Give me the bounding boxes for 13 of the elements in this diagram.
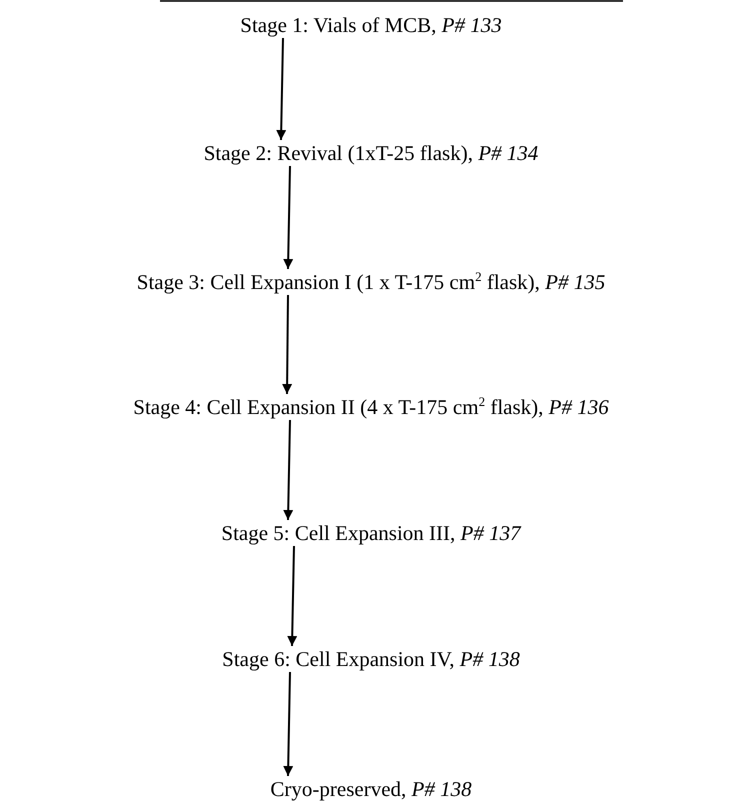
arrow — [283, 420, 294, 520]
arrow — [276, 38, 286, 140]
arrow — [283, 166, 294, 270]
arrow — [283, 672, 294, 776]
stage-label: Cryo-preserved, P# 138 — [270, 777, 472, 801]
stage-label: Stage 1: Vials of MCB, P# 133 — [240, 13, 502, 37]
arrow — [282, 294, 292, 394]
stage-label: Stage 2: Revival (1xT-25 flask), P# 134 — [204, 141, 538, 165]
stage-label: Stage 6: Cell Expansion IV, P# 138 — [222, 647, 520, 671]
stage-label: Stage 4: Cell Expansion II (4 x T-175 cm$^{2}$ flask), P# 136 — [133, 395, 609, 419]
stage-label: Stage 5: Cell Expansion III, P# 137 — [221, 521, 521, 545]
stage-label: Stage 3: Cell Expansion I (1 x T-175 cm$^{2}$ flask), P# 135 — [136, 270, 606, 294]
arrow — [287, 546, 298, 646]
